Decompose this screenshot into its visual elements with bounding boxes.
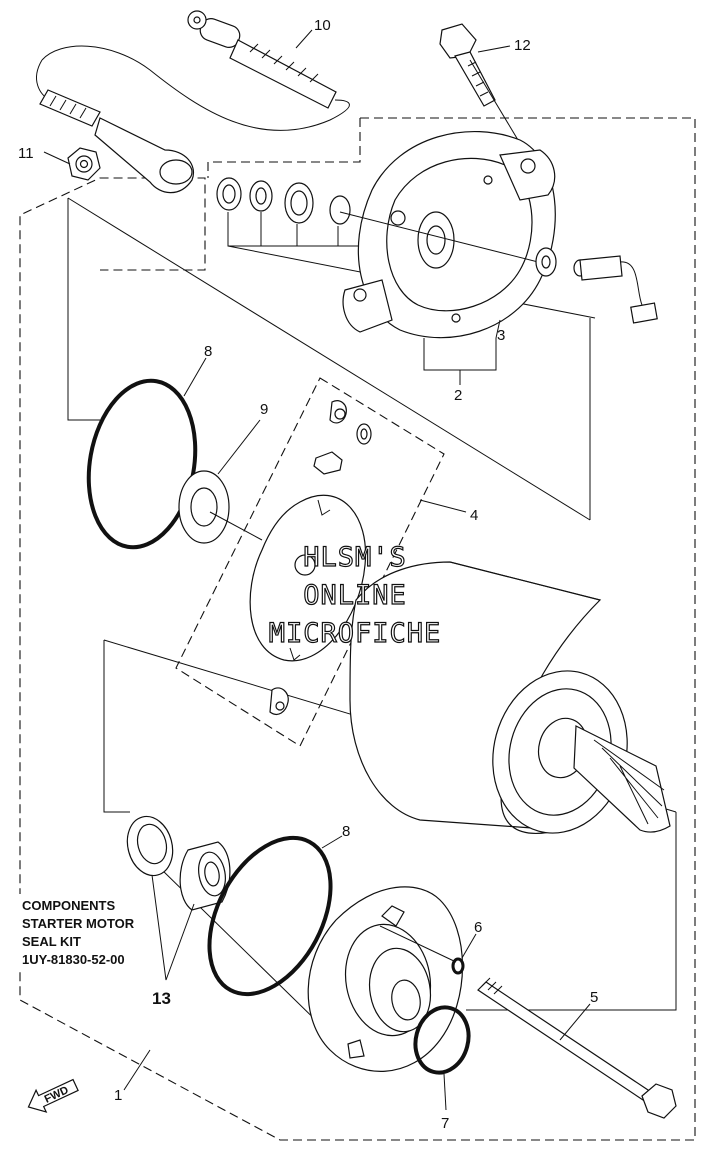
callout-3: 3 (497, 327, 505, 344)
end-cover-dashed-outline (207, 118, 361, 178)
part-10-lead-wire (36, 10, 350, 194)
leader-8-lower (321, 835, 343, 849)
watermark-line-3: MICROFICHE (269, 618, 442, 649)
leader-13 (151, 874, 195, 981)
leader-2 (423, 338, 497, 371)
note-line-2: STARTER MOTOR (22, 916, 135, 931)
callout-4: 4 (470, 507, 478, 524)
part-4-brush-set (175, 377, 467, 747)
part-8-o-ring-upper (86, 378, 198, 550)
leader-12 (477, 45, 511, 53)
note-line-4: 1UY-81830-52-00 (22, 952, 125, 967)
fwd-arrow: FWD (27, 1078, 79, 1113)
part-11-nut (67, 147, 101, 181)
leader-8-upper (183, 357, 207, 397)
guide-line-lower-right (466, 812, 677, 1011)
washer-stack (216, 177, 596, 319)
part-7-o-ring (413, 1005, 471, 1075)
armature-yoke (349, 561, 671, 834)
callout-8-lower: 8 (342, 823, 350, 840)
front-end-cover (307, 886, 463, 1072)
callout-13: 13 (152, 989, 171, 1008)
callout-6: 6 (474, 919, 482, 936)
callout-11: 11 (18, 145, 34, 162)
part-12-bolt (439, 23, 531, 161)
callout-9: 9 (260, 401, 268, 418)
note-line-1: COMPONENTS (22, 898, 116, 913)
part-8-o-ring-lower (207, 835, 333, 997)
callout-8-upper: 8 (204, 343, 212, 360)
part-9-washer (178, 470, 263, 544)
guide-line-lower-left (103, 640, 130, 813)
watermark-line-2: ONLINE (303, 580, 407, 611)
callout-10: 10 (314, 17, 331, 34)
seal-kit-note: COMPONENTS STARTER MOTOR SEAL KIT 1UY-81… (18, 894, 154, 970)
terminal-bolt (535, 247, 658, 324)
callout-2: 2 (454, 387, 462, 404)
note-line-3: SEAL KIT (22, 934, 81, 949)
assembly-1-dashed-outline (19, 117, 696, 1141)
leader-11 (43, 151, 71, 165)
part-5-through-bolt (477, 977, 677, 1119)
callout-12: 12 (514, 37, 531, 54)
guide-line-left (67, 198, 100, 421)
leader-3 (495, 319, 501, 339)
part-6-small-o-ring (451, 957, 465, 975)
rear-end-cover (339, 130, 556, 339)
part-13-oil-seal (126, 815, 174, 877)
leader-7 (443, 1073, 447, 1111)
leader-5 (559, 1003, 591, 1041)
watermark: HLSM'S ONLINE MICROFICHE (268, 541, 442, 649)
leader-10 (295, 29, 313, 49)
fwd-label: FWD (43, 1084, 71, 1105)
guide-line-diagonal-top (67, 197, 591, 521)
leader-1 (123, 1049, 151, 1091)
callout-5: 5 (590, 989, 598, 1006)
callout-1: 1 (114, 1087, 122, 1104)
watermark-line-1: HLSM'S (303, 542, 407, 573)
callout-7: 7 (441, 1115, 449, 1132)
part-13-bearing (179, 841, 231, 911)
leader-9 (217, 419, 261, 475)
leader-6 (461, 933, 477, 959)
